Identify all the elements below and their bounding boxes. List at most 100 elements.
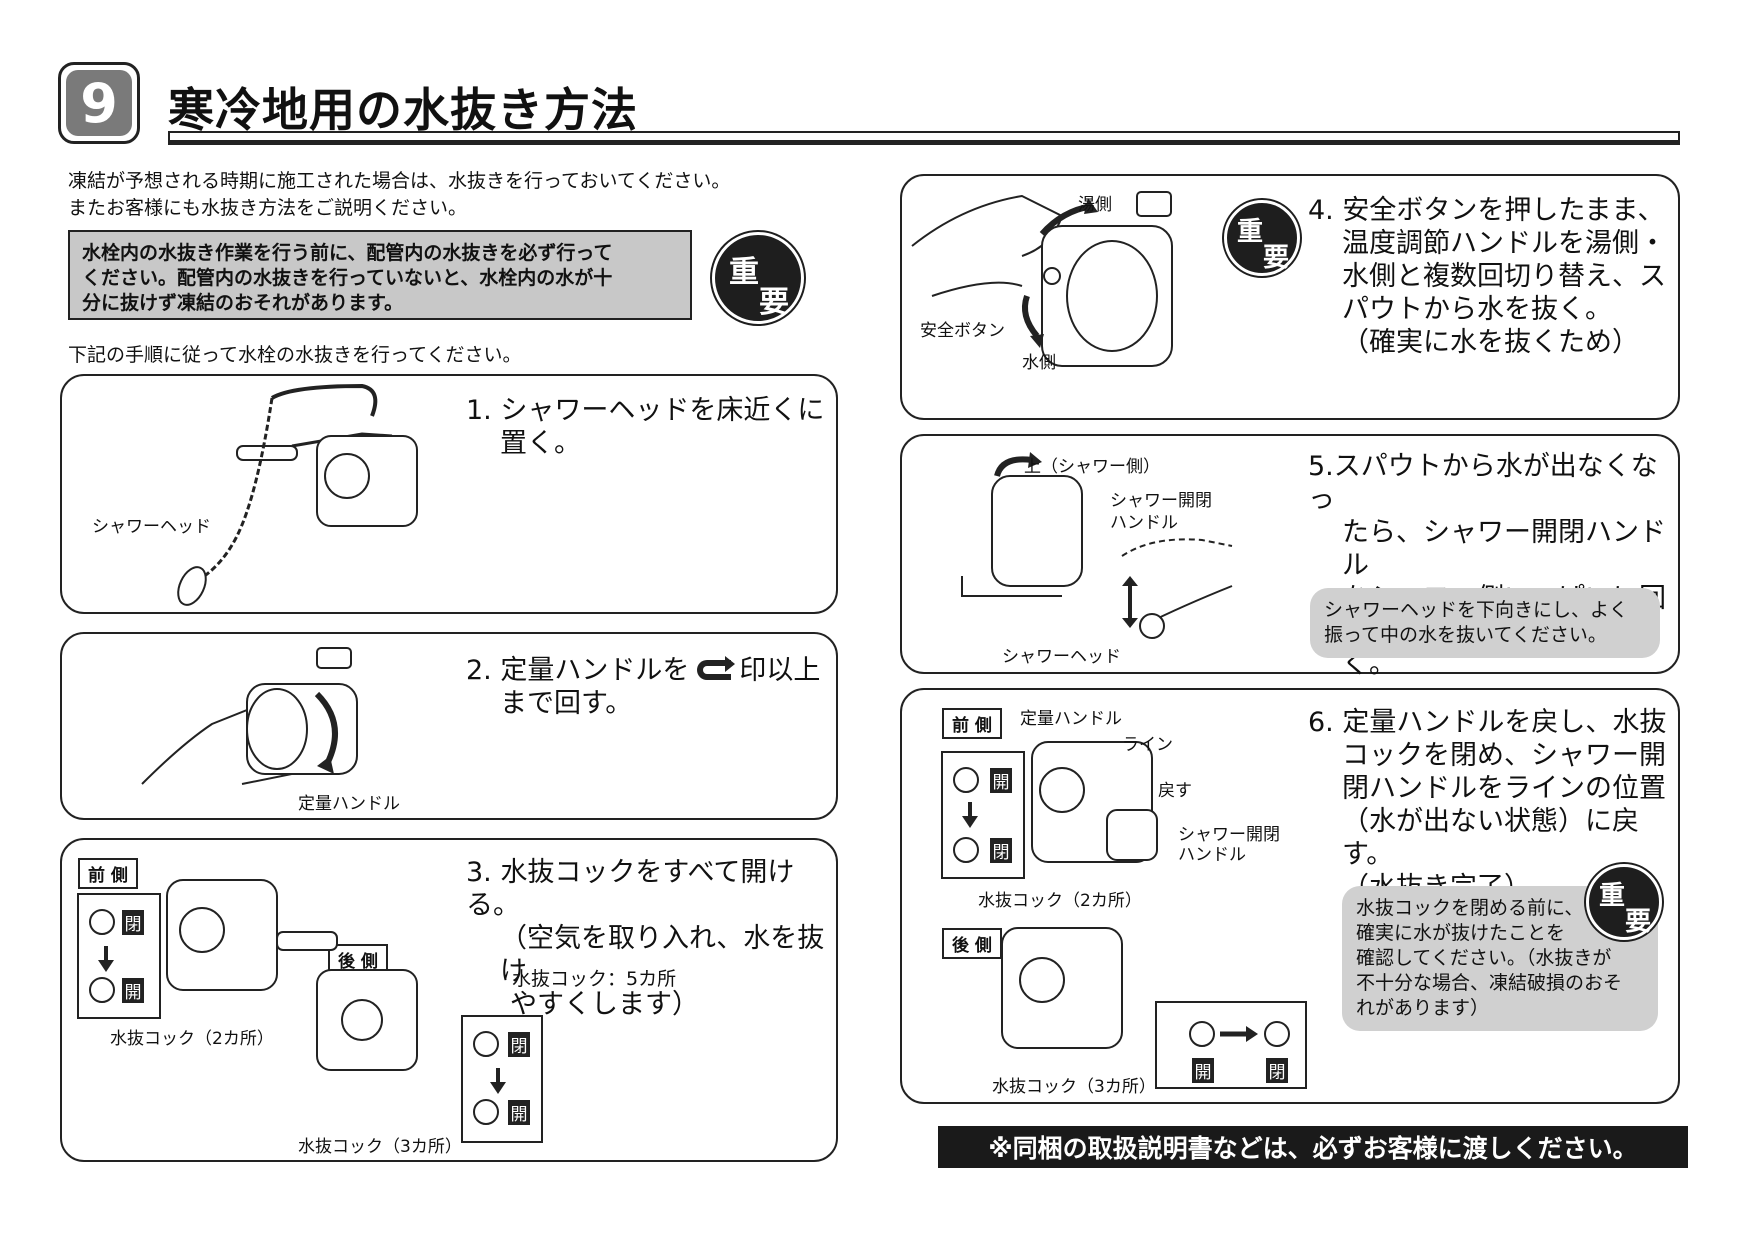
step-line: 安全ボタンを押したまま、 — [1342, 195, 1665, 226]
temperature-handle-illustration — [911, 191, 1173, 367]
step-line: 定量ハンドルを — [500, 655, 690, 686]
closed-mark: 閉 — [122, 910, 144, 935]
label-line: ライン — [1122, 735, 1173, 755]
note-line: 振って中の水を抜いてください。 — [1324, 624, 1607, 646]
label-cold-side: 水側 — [1022, 353, 1056, 373]
warning-line: 分に抜けず凍結のおそれがあります。 — [82, 292, 404, 314]
label-safety-button: 安全ボタン — [920, 321, 1005, 341]
step-5-panel: 上（シャワー側） シャワー開閉 ハンドル シャワーヘッド 5.スパウトから水が出… — [900, 434, 1680, 680]
step-4-panel: 湯側 安全ボタン 水側 重要 4. 安全ボタンを押したまま、 温度調節ハンドルを… — [900, 174, 1680, 420]
open-mark: 開 — [990, 768, 1012, 793]
page-title: 寒冷地用の水抜き方法 — [168, 83, 638, 137]
step-line: 水抜コックをすべて開ける。 — [466, 857, 795, 921]
step-number: 5. — [1308, 451, 1334, 482]
step-2-panel: 定量ハンドル 2. 定量ハンドルを 印以上 まで回す。 — [60, 632, 838, 820]
step-3-text: 3. 水抜コックをすべて開ける。 （空気を取り入れ、水を抜け やすくします） — [466, 856, 836, 1021]
step-line: たら、シャワー開閉ハンドル — [1342, 517, 1666, 581]
note-line: 確認してください。（水抜きが — [1356, 947, 1612, 969]
closed-mark: 閉 — [1266, 1058, 1288, 1083]
important-char: 要 — [759, 285, 789, 320]
sub-intro: 下記の手順に従って水栓の水抜きを行ってください。 — [68, 344, 522, 366]
note-line: れがあります） — [1356, 997, 1490, 1019]
step-3-panel: 前 側 後 側 閉 開 閉 開 水抜コック（2カ所） 水抜コック（3カ所） 3.… — [60, 838, 838, 1162]
step-line: やすくします） — [510, 989, 699, 1020]
label-handle: 定量ハンドル — [298, 794, 400, 814]
section-number-badge: 9 — [58, 62, 140, 144]
step-line: 置く。 — [500, 428, 581, 459]
step-number: 1. — [466, 395, 492, 426]
note-line: シャワーヘッドを下向きにし、よく — [1324, 599, 1629, 621]
step-line: パウトから水を抜く。 — [1342, 294, 1612, 325]
intro-text: 凍結が予想される時期に施工された場合は、水抜きを行っておいてください。 またお客… — [68, 168, 730, 222]
warning-box: 水栓内の水抜き作業を行う前に、配管内の水抜きを必ず行って ください。配管内の水抜… — [68, 230, 692, 320]
important-char: 重 — [1599, 881, 1626, 911]
label-shower-handle-1: シャワー開閉 — [1178, 825, 1280, 845]
label-showerhead: シャワーヘッド — [92, 517, 211, 537]
step-line: シャワーヘッドを床近くに — [500, 395, 825, 426]
open-mark: 開 — [508, 1100, 530, 1125]
important-badge: 重要 — [712, 232, 804, 324]
title-underline — [168, 131, 1680, 145]
step-line: 水側と複数回切り替え、ス — [1342, 261, 1666, 292]
step-2-text: 2. 定量ハンドルを 印以上 まで回す。 — [466, 654, 826, 720]
u-turn-icon — [693, 656, 736, 682]
intro-line: またお客様にも水抜き方法をご説明ください。 — [68, 197, 468, 219]
note-line: 不十分な場合、凍結破損のおそ — [1356, 972, 1623, 994]
faucet-illustration — [177, 383, 418, 606]
important-badge: 重要 — [1586, 864, 1662, 940]
label-showerhead: シャワーヘッド — [1002, 647, 1121, 667]
tag-front: 前 側 — [78, 858, 138, 889]
important-char: 重 — [729, 255, 759, 290]
label-up-shower-side: 上（シャワー側） — [1024, 457, 1160, 477]
step-number: 2. — [466, 655, 492, 686]
open-mark: 開 — [122, 978, 144, 1003]
warning-line: 水栓内の水抜き作業を行う前に、配管内の水抜きを必ず行って — [82, 242, 613, 264]
step-line: （確実に水を抜くため） — [1342, 327, 1639, 358]
open-mark: 開 — [1192, 1058, 1214, 1083]
label-shower-handle-2: ハンドル — [1178, 845, 1246, 865]
shower-handle-illustration — [961, 452, 1233, 639]
step-line: （空気を取り入れ、水を抜け — [500, 923, 825, 987]
label-cock-3: 水抜コック（3カ所） — [992, 1077, 1156, 1097]
step-line: まで回す。 — [500, 688, 633, 719]
step-5-note: シャワーヘッドを下向きにし、よく 振って中の水を抜いてください。 — [1310, 588, 1660, 658]
step-line: 定量ハンドルを戻し、水抜 — [1342, 707, 1667, 738]
step-6-panel: 前 側 後 側 開 閉 開 閉 定量ハンドル ライン 戻す シャワー開閉 ハンド… — [900, 688, 1680, 1104]
label-cock-2: 水抜コック（2カ所） — [978, 891, 1142, 911]
step-1-panel: シャワーヘッド 1. シャワーヘッドを床近くに 置く。 — [60, 374, 838, 614]
warning-line: ください。配管内の水抜きを行っていないと、水栓内の水が十 — [82, 267, 613, 289]
label-quantity-handle: 定量ハンドル — [1020, 709, 1122, 729]
intro-line: 凍結が予想される時期に施工された場合は、水抜きを行っておいてください。 — [68, 170, 731, 192]
step-line: コックを閉め、シャワー開 — [1342, 740, 1666, 771]
bottom-note: ※同梱の取扱説明書などは、必ずお客様に渡しください。 — [938, 1126, 1688, 1168]
step-line: 印以上 — [739, 655, 821, 686]
step-3-note: 水抜コック：5カ所 — [512, 968, 677, 990]
important-char: 要 — [1263, 243, 1290, 273]
tag-front: 前 側 — [942, 708, 1002, 739]
important-char: 重 — [1237, 217, 1264, 247]
step-line: （水が出ない状態）に戻す。 — [1342, 806, 1639, 870]
closed-mark: 閉 — [990, 838, 1012, 863]
section-number: 9 — [66, 70, 132, 136]
step-1-text: 1. シャワーヘッドを床近くに 置く。 — [466, 394, 826, 460]
important-badge: 重要 — [1224, 200, 1300, 276]
label-hot-side: 湯側 — [1078, 195, 1112, 215]
note-line: 水抜コックを閉める前に、 — [1356, 897, 1584, 919]
label-cock-3: 水抜コック（3カ所） — [298, 1137, 462, 1157]
step-number: 4. — [1308, 195, 1334, 226]
tag-back: 後 側 — [942, 928, 1002, 959]
step-number: 6. — [1308, 707, 1334, 738]
step-number: 3. — [466, 857, 492, 888]
label-return: 戻す — [1158, 781, 1192, 801]
label-cock-2: 水抜コック（2カ所） — [110, 1029, 274, 1049]
step-line: 閉ハンドルをラインの位置 — [1342, 773, 1666, 804]
label-shower-handle-2: ハンドル — [1110, 513, 1178, 533]
handle-illustration — [141, 647, 358, 785]
important-char: 要 — [1625, 907, 1652, 937]
note-line: 確実に水が抜けたことを — [1356, 922, 1566, 944]
step-line: 温度調節ハンドルを湯側・ — [1342, 228, 1666, 259]
step-line: スパウトから水が出なくなっ — [1308, 451, 1658, 515]
step-4-text: 4. 安全ボタンを押したまま、 温度調節ハンドルを湯側・ 水側と複数回切り替え、… — [1308, 194, 1668, 359]
closed-mark: 閉 — [508, 1032, 530, 1057]
label-shower-handle-1: シャワー開閉 — [1110, 491, 1212, 511]
